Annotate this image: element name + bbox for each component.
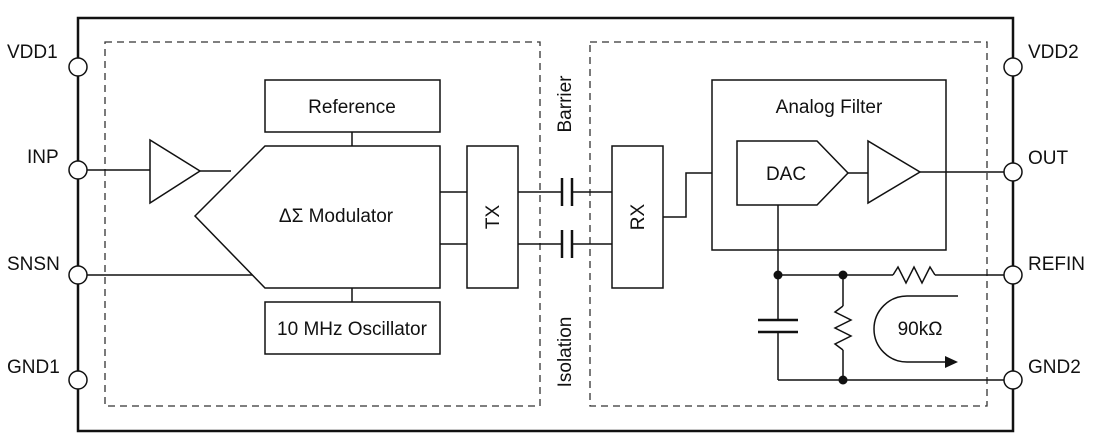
pin-label-snsn: SNSN (7, 254, 60, 275)
output-domain-box (589, 41, 988, 407)
pin-label-gnd2: GND2 (1028, 357, 1081, 378)
modulator-label: ΔΣ Modulator (279, 206, 394, 227)
analog-filter-label: Analog Filter (776, 97, 883, 118)
pin-inp (68, 160, 88, 180)
tx-block (466, 145, 519, 289)
resistance-arrow (873, 295, 958, 363)
rx-label: RX (628, 203, 649, 230)
pin-label-gnd1: GND1 (7, 357, 60, 378)
pin-label-inp: INP (27, 147, 59, 168)
reference-label: Reference (308, 97, 396, 118)
output-buffer (867, 139, 922, 205)
pins-left: VDD1 INP SNSN GND1 (7, 42, 88, 390)
node-dot-3 (838, 375, 848, 385)
dac-label: DAC (766, 164, 806, 185)
chip-outline (76, 16, 1015, 433)
pin-vdd1 (68, 57, 88, 77)
pin-label-vdd1: VDD1 (7, 42, 58, 63)
input-domain-box (104, 41, 541, 407)
resistance-label: 90kΩ (898, 319, 943, 340)
modulator-block (193, 145, 441, 289)
pin-refin (1003, 265, 1023, 285)
dac-block (736, 140, 850, 206)
reference-block (264, 79, 441, 133)
pin-vdd2 (1003, 57, 1023, 77)
shunt-resistor (833, 305, 853, 351)
pin-label-vdd2: VDD2 (1028, 42, 1079, 63)
rx-block (611, 145, 664, 289)
pins-right: VDD2 OUT REFIN GND2 (1003, 42, 1085, 390)
pin-out (1003, 162, 1023, 182)
pin-gnd1 (68, 370, 88, 390)
refin-resistor (892, 265, 936, 285)
oscillator-label: 10 MHz Oscillator (277, 319, 428, 340)
oscillator-block (264, 301, 441, 355)
isolation-label: Isolation (555, 317, 576, 388)
pin-gnd2 (1003, 370, 1023, 390)
pin-label-refin: REFIN (1028, 254, 1085, 275)
pin-label-out: OUT (1028, 148, 1069, 169)
input-buffer (149, 138, 202, 205)
resistance-arrowhead (945, 356, 958, 368)
barrier-label: Barrier (555, 75, 576, 133)
tx-label: TX (483, 205, 504, 230)
pin-snsn (68, 265, 88, 285)
